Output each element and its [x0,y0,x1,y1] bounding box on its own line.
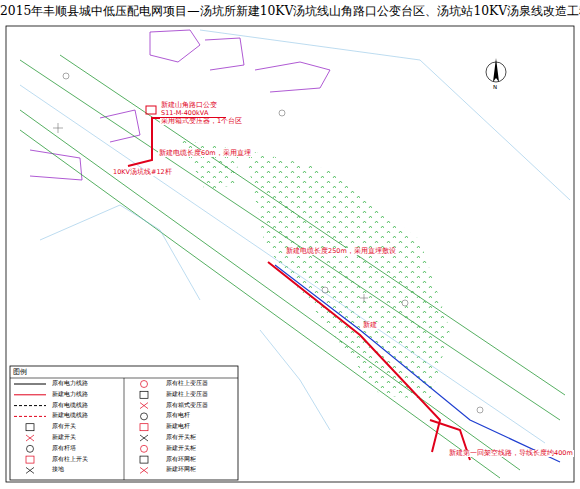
legend-sample [14,384,46,385]
legend-text: 原有杆塔 [52,445,76,451]
north-label: N [493,84,497,90]
legend-text: 新建开关 [52,434,76,440]
legend-text: 原有电力线路 [52,380,88,386]
legend-sample [26,435,34,441]
legend-sample [140,435,148,441]
annotation-text: 采用箱式变压器，1个台区 [160,118,243,125]
legend-text: 新建电杆 [166,423,190,429]
legend-text: 原有柱上开关 [52,456,88,462]
pole-label: 10KV汤坑线#12杆 [112,169,173,176]
legend-sample [26,424,34,431]
annotation-text: 新建第一回架空线路，导线长度约400m [448,450,574,457]
legend-text: 新建柱上变压器 [166,391,208,397]
legend-sample [141,381,148,388]
legend-text: 原有环网柜 [166,456,196,462]
annotation-text: 新建山角路口公变 [160,102,218,109]
legend-sample [140,403,148,409]
legend-sample [141,445,148,452]
legend-text: 原有箱式变压器 [166,402,208,408]
legend-text: 原有开关柜 [166,434,196,440]
legend-sample [140,467,148,473]
legend-sample [140,391,148,398]
legend-sample [14,394,46,395]
legend-sample [14,416,46,417]
legend-heading: 图例 [13,368,27,376]
legend-text: 新建开关柜 [166,445,196,451]
map-title: 2015年丰顺县城中低压配电网项目—汤坑所新建10KV汤坑线山角路口公变台区、汤… [0,3,580,20]
legend-sample [26,456,34,463]
legend-text: 原有电杆 [166,412,190,418]
legend-sample [140,424,148,431]
annotation-text: S11-M-400kVA [160,110,209,117]
legend-sample [140,456,148,463]
annotation-text: 新建 [362,322,378,329]
legend-sample [26,467,34,473]
annotation-text: 新建电缆长度60m，采用直埋 [158,150,252,157]
legend-text: 原有开关 [52,423,76,429]
legend-text: 接地 [52,466,64,472]
legend-text: 原有电缆线路 [52,402,88,408]
legend-text: 新建电力线路 [52,391,88,397]
legend-sample [141,413,148,420]
legend-text: 原有柱上变压器 [166,380,208,386]
legend-text: 新建环网柜 [166,466,196,472]
legend-text: 新建电缆线路 [52,412,88,418]
annotation-text: 新建电缆长度250m，采用直埋敷设 [285,248,397,255]
legend-sample [14,405,46,406]
legend-sample [27,445,34,452]
